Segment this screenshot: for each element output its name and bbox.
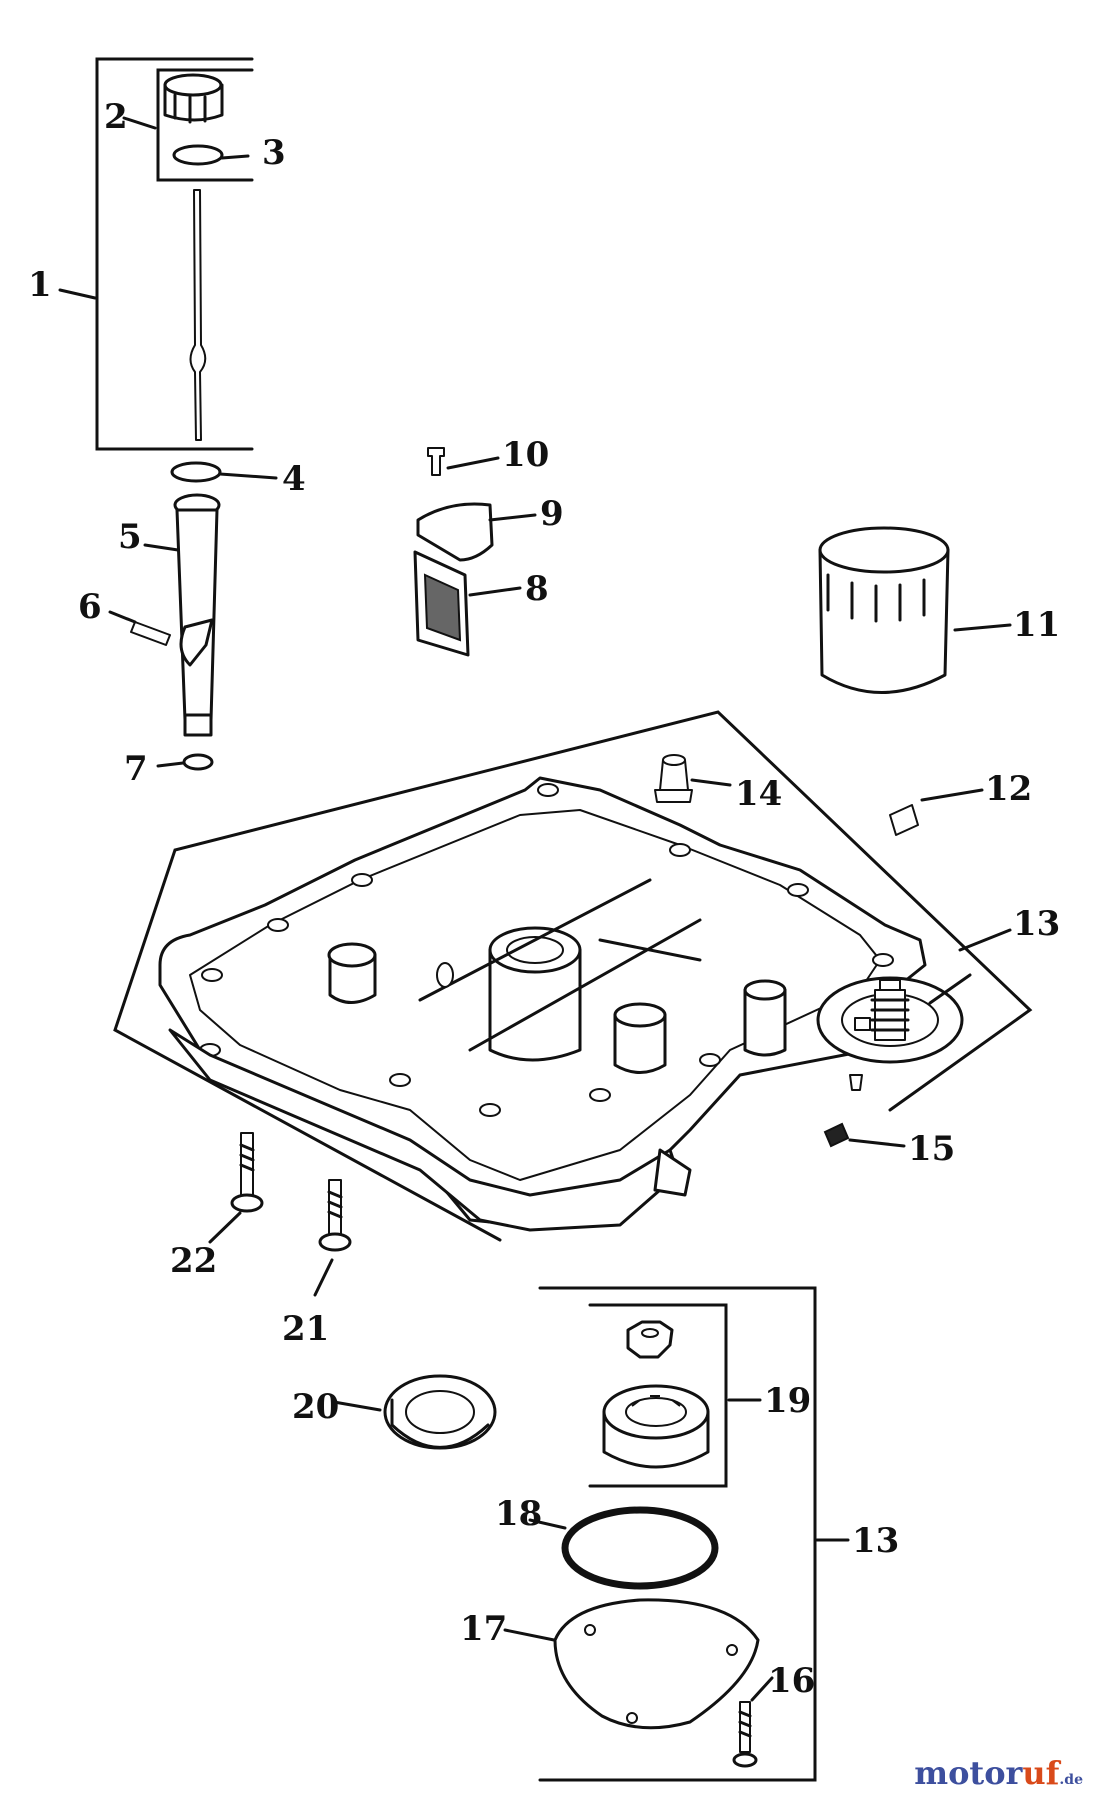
dipstick-tube xyxy=(143,493,221,737)
o-ring-4 xyxy=(170,461,222,483)
callout-10: 10 xyxy=(502,435,549,475)
callout-8: 8 xyxy=(525,569,549,609)
screw-16 xyxy=(732,1676,774,1768)
pump-rotor-outer xyxy=(602,1384,710,1469)
oil-pan-outline xyxy=(113,710,1033,1242)
screw-10 xyxy=(427,447,500,476)
leader-13a xyxy=(928,973,972,1005)
callout-1: 1 xyxy=(28,265,52,305)
plug-12 xyxy=(889,788,984,836)
seal-20 xyxy=(332,1374,497,1450)
callout-14: 14 xyxy=(735,774,782,814)
callout-3: 3 xyxy=(262,133,286,173)
callout-6: 6 xyxy=(78,587,102,627)
o-ring-3 xyxy=(172,144,224,166)
dipstick-assembly xyxy=(58,57,254,451)
callout-22: 22 xyxy=(170,1241,217,1281)
callout-9: 9 xyxy=(540,494,564,534)
fitting-15 xyxy=(823,1122,906,1148)
dipstick-rod xyxy=(189,189,207,441)
baffle-9 xyxy=(416,502,537,562)
callout-17: 17 xyxy=(460,1609,507,1649)
callout-2: 2 xyxy=(104,97,128,137)
bolt-21 xyxy=(313,1179,352,1297)
bracket-19 xyxy=(588,1303,728,1488)
watermark-logo: motoruf.de xyxy=(914,1754,1083,1792)
pump-cover-17 xyxy=(503,1598,760,1730)
callout-19: 19 xyxy=(764,1381,811,1421)
bolt-22 xyxy=(208,1132,264,1244)
callout-13-kit: 13 xyxy=(852,1521,899,1561)
bracket-1 xyxy=(95,57,254,451)
watermark-suffix: .de xyxy=(1059,1772,1083,1788)
callout-labels: 1 2 3 4 5 6 7 8 9 10 11 12 13 14 15 16 1… xyxy=(28,97,1060,1701)
callout-15: 15 xyxy=(908,1129,955,1169)
callout-13-pan: 13 xyxy=(1013,904,1060,944)
oil-pan xyxy=(113,710,1033,1242)
callout-18: 18 xyxy=(495,1494,542,1534)
callout-16: 16 xyxy=(768,1661,815,1701)
pump-gear-inner xyxy=(626,1320,674,1359)
oil-filter xyxy=(818,526,1012,694)
callout-4: 4 xyxy=(282,459,306,499)
screen-8 xyxy=(413,550,522,657)
callout-7: 7 xyxy=(124,749,148,789)
watermark-main: motor xyxy=(914,1754,1023,1792)
dipstick-cap xyxy=(163,73,224,124)
callout-20: 20 xyxy=(292,1387,339,1427)
fitting-14 xyxy=(654,754,732,803)
bracket-13b xyxy=(538,1286,817,1782)
o-ring-7 xyxy=(182,753,214,771)
o-ring-18 xyxy=(561,1506,719,1590)
callout-21: 21 xyxy=(282,1309,329,1349)
watermark-accent: uf xyxy=(1022,1754,1060,1792)
screw-6 xyxy=(108,610,171,646)
bracket-2-3 xyxy=(156,68,254,182)
callout-12: 12 xyxy=(985,769,1032,809)
callout-11: 11 xyxy=(1013,605,1060,645)
callout-5: 5 xyxy=(118,517,142,557)
oil-pump-kit xyxy=(503,1286,850,1782)
